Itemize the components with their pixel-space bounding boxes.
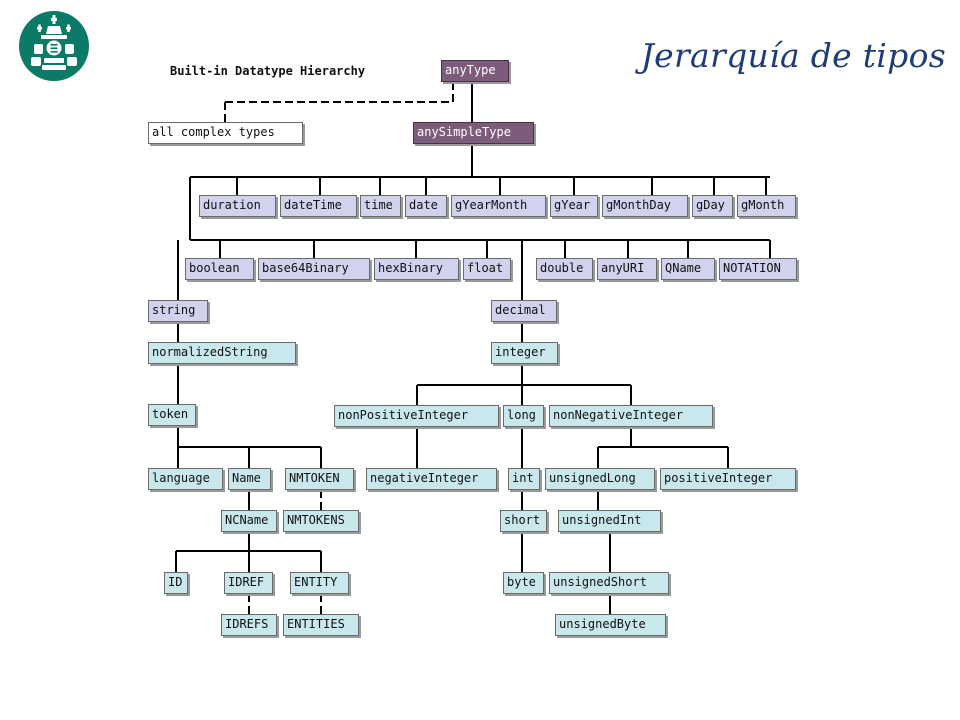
node-float: float <box>463 258 511 280</box>
node-gYear: gYear <box>550 195 598 217</box>
node-time: time <box>360 195 401 217</box>
node-IDREF: IDREF <box>224 572 273 594</box>
node-int: int <box>508 468 540 490</box>
node-dateTime: dateTime <box>280 195 357 217</box>
node-gYearMonth: gYearMonth <box>451 195 546 217</box>
node-all-complex-types: all complex types <box>148 122 303 144</box>
node-anyType: anyType <box>441 60 509 82</box>
node-string: string <box>148 300 208 322</box>
node-ENTITIES: ENTITIES <box>283 614 359 636</box>
node-NMTOKENS: NMTOKENS <box>283 510 359 532</box>
node-nonNegativeInteger: nonNegativeInteger <box>549 405 713 427</box>
node-positiveInteger: positiveInteger <box>660 468 796 490</box>
node-byte: byte <box>503 572 544 594</box>
node-integer: integer <box>491 342 558 364</box>
node-unsignedInt: unsignedInt <box>558 510 661 532</box>
node-gMonthDay: gMonthDay <box>602 195 688 217</box>
university-crest-icon <box>19 11 89 81</box>
node-unsignedShort: unsignedShort <box>549 572 669 594</box>
node-double: double <box>536 258 593 280</box>
node-anySimpleType: anySimpleType <box>413 122 534 144</box>
node-short: short <box>500 510 547 532</box>
node-gMonth: gMonth <box>737 195 796 217</box>
node-unsignedLong: unsignedLong <box>545 468 655 490</box>
node-token: token <box>148 404 196 426</box>
node-gDay: gDay <box>692 195 733 217</box>
node-unsignedByte: unsignedByte <box>555 614 666 636</box>
node-decimal: decimal <box>491 300 557 322</box>
node-base64Binary: base64Binary <box>258 258 370 280</box>
node-Name: Name <box>228 468 271 490</box>
node-normalizedString: normalizedString <box>148 342 296 364</box>
node-NMTOKEN: NMTOKEN <box>285 468 354 490</box>
node-boolean: boolean <box>185 258 254 280</box>
node-language: language <box>148 468 223 490</box>
node-negativeInteger: negativeInteger <box>366 468 497 490</box>
node-NOTATION: NOTATION <box>719 258 797 280</box>
node-duration: duration <box>199 195 276 217</box>
node-ID: ID <box>164 572 188 594</box>
diagram-heading: Built-in Datatype Hierarchy <box>170 64 366 78</box>
node-NCName: NCName <box>221 510 277 532</box>
node-hexBinary: hexBinary <box>374 258 459 280</box>
node-QName: QName <box>661 258 715 280</box>
node-long: long <box>503 405 544 427</box>
node-ENTITY: ENTITY <box>290 572 349 594</box>
node-IDREFS: IDREFS <box>221 614 277 636</box>
node-nonPositiveInteger: nonPositiveInteger <box>334 405 499 427</box>
slide-title: Jerarquía de tipos <box>640 36 946 75</box>
node-anyURI: anyURI <box>597 258 657 280</box>
node-date: date <box>405 195 447 217</box>
